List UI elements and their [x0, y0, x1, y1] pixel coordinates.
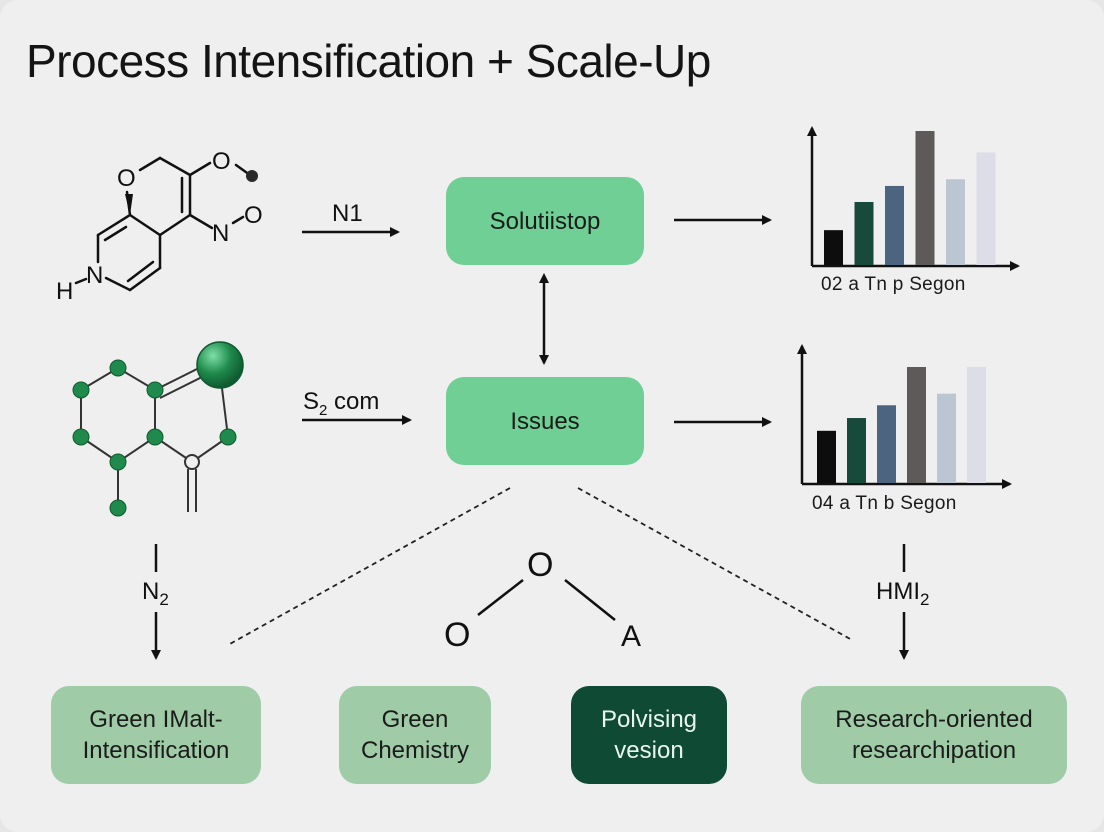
- atom-label-o: O: [212, 148, 231, 175]
- solution-box: Solutiistop: [446, 177, 644, 265]
- bond: [96, 213, 132, 237]
- atom-label-h: H: [56, 278, 74, 305]
- bond: [231, 215, 245, 225]
- large-atom: [196, 341, 244, 389]
- box-line: Intensification: [82, 737, 230, 764]
- bond: [104, 276, 132, 292]
- bond: [138, 156, 162, 172]
- chart-2-bar-5: [937, 393, 956, 483]
- atom-label-n: N: [212, 220, 230, 247]
- chart-1-x-axis-text: 02 a Tn p Segon: [821, 274, 966, 295]
- atom: [109, 499, 127, 517]
- chart-1-bar-5: [946, 179, 965, 265]
- box-line: vesion: [614, 737, 684, 764]
- atom-label-n: N: [86, 262, 104, 289]
- wedge-bond: [125, 194, 133, 215]
- chart-2-bar-4: [907, 367, 926, 483]
- atom-label-o: O: [117, 165, 136, 192]
- box-line: Green: [381, 706, 449, 733]
- box-line: Chemistry: [360, 737, 469, 764]
- bond: [128, 266, 162, 292]
- arrow-label-s2-rest: com: [327, 388, 380, 415]
- arrow-label-s2-sub: 2: [319, 401, 328, 419]
- atom: [109, 359, 127, 377]
- bond: [158, 213, 192, 237]
- chart-1-bar-1: [824, 230, 843, 265]
- arrow-label-hmi2-base: HMI: [876, 578, 920, 605]
- bond: [158, 156, 192, 177]
- arrow-label-s2: S2 com: [303, 388, 379, 419]
- bond: [477, 579, 524, 616]
- atom: [219, 428, 237, 446]
- arrow-label-n2-sub: 2: [159, 589, 169, 609]
- box-line: Green IMalt-: [89, 706, 223, 733]
- atom: [146, 381, 164, 399]
- chart-2-bars: [817, 367, 986, 483]
- bond: [128, 213, 162, 237]
- bond: [126, 260, 155, 283]
- chart-2-bar-3: [877, 405, 896, 483]
- research-oriented-box: Research-oriented researchipation: [801, 686, 1067, 784]
- bond: [103, 225, 128, 242]
- issues-box: Issues: [446, 377, 644, 465]
- green-intensification-box: Green IMalt- Intensification: [51, 686, 261, 784]
- center-atom-o: O: [527, 546, 554, 584]
- chart-1-bar-4: [915, 131, 935, 265]
- atom-label-o: O: [244, 202, 263, 229]
- bond: [188, 161, 212, 177]
- atom: [72, 381, 90, 399]
- chart-2-bar-2: [847, 418, 866, 483]
- center-atom-o: O: [444, 616, 471, 654]
- bond: [188, 213, 214, 230]
- box-line: Polvising: [600, 706, 698, 733]
- box-line: researchipation: [851, 737, 1017, 764]
- polvising-vesion-box: Polvising vesion: [571, 686, 727, 784]
- terminal-atom: [246, 170, 258, 182]
- bond: [74, 277, 88, 285]
- bond: [564, 579, 616, 621]
- chart-1-bar-6: [976, 152, 996, 265]
- chart-1-bars: [824, 131, 996, 265]
- dashed-line-right: [577, 487, 853, 641]
- arrow-label-n2: N2: [142, 578, 169, 610]
- chart-1-bar-2: [854, 202, 874, 265]
- arrow-label-n1: N1: [332, 200, 363, 227]
- chart-2-x-axis-text: 04 a Tn b Segon: [812, 493, 957, 514]
- atom: [146, 428, 164, 446]
- hollow-atom: [184, 454, 200, 470]
- page-title: Process Intensification + Scale-Up: [26, 35, 711, 87]
- chart-1-axes: [807, 126, 1020, 271]
- atom: [72, 428, 90, 446]
- arrow-label-n2-base: N: [142, 578, 160, 605]
- chart-2-bar-1: [817, 430, 836, 483]
- box-line: Research-oriented: [835, 706, 1033, 733]
- chart-1-bar-3: [885, 185, 904, 265]
- arrow-label-hmi2-sub: 2: [920, 589, 930, 609]
- chart-2-bar-6: [967, 367, 986, 483]
- chart-2-axes: [797, 344, 1012, 489]
- atom: [109, 453, 127, 471]
- arrow-label-s2-base: S: [303, 388, 320, 415]
- arrow-label-hmi2: HMI2: [876, 578, 929, 610]
- molecule-2-atoms: [72, 359, 237, 517]
- center-atom-a: A: [621, 620, 642, 653]
